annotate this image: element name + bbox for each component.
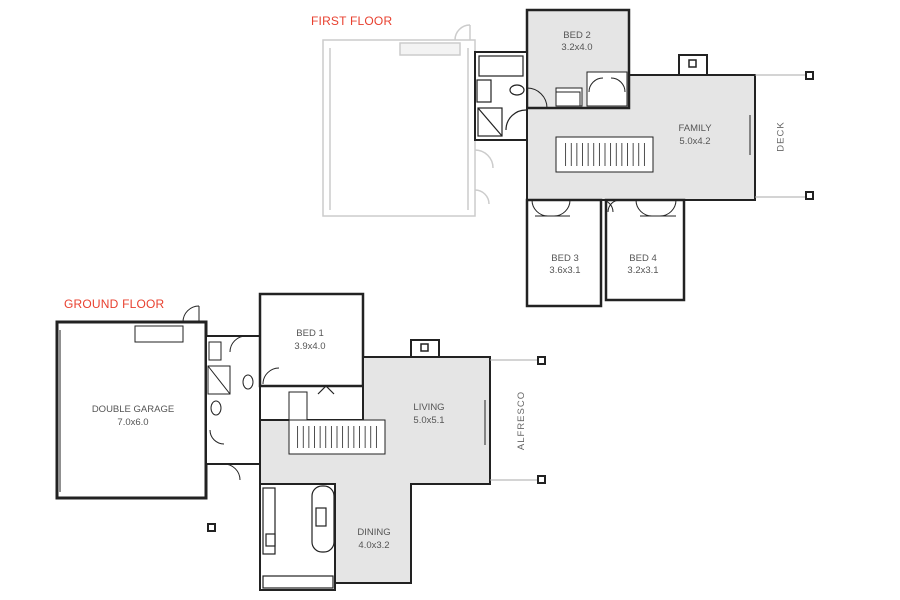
void-outline <box>322 24 494 217</box>
fireplace-upper <box>678 54 708 76</box>
living-label: LIVING <box>413 402 445 413</box>
bed4-label: BED 4 <box>629 253 657 264</box>
garage-dims: 7.0x6.0 <box>117 417 149 428</box>
deck-outline <box>749 71 814 200</box>
ground-floor-title: GROUND FLOOR <box>64 297 165 311</box>
deck-label: DECK <box>775 121 787 152</box>
bed3-room <box>525 198 603 308</box>
bed3-dims: 3.6x3.1 <box>549 265 581 276</box>
alfresco-label: ALFRESCO <box>516 390 528 451</box>
dining-label: DINING <box>357 527 391 538</box>
first-floor-title: FIRST FLOOR <box>311 14 393 28</box>
garage-label: DOUBLE GARAGE <box>91 404 175 415</box>
bathroom-upper <box>474 51 528 141</box>
bed2-dims: 3.2x4.0 <box>561 42 593 53</box>
family-label: FAMILY <box>678 123 712 134</box>
bed3-label: BED 3 <box>551 253 579 264</box>
stair-ground <box>288 391 386 455</box>
bed2-label: BED 2 <box>563 30 591 41</box>
bed1-label: BED 1 <box>296 328 324 339</box>
living-dims: 5.0x5.1 <box>413 415 445 426</box>
fireplace-ground <box>410 339 440 358</box>
dining-dims: 4.0x3.2 <box>358 540 390 551</box>
bed4-room <box>600 198 686 302</box>
bed1-dims: 3.9x4.0 <box>294 341 326 352</box>
family-dims: 5.0x4.2 <box>679 136 711 147</box>
bed4-dims: 3.2x3.1 <box>627 265 659 276</box>
laundry-ground <box>205 335 261 481</box>
stair-upper <box>555 91 654 173</box>
alfresco-outline <box>484 356 546 484</box>
bed1-room <box>258 292 365 395</box>
garage-room <box>55 305 216 532</box>
kitchen-area <box>259 483 336 591</box>
